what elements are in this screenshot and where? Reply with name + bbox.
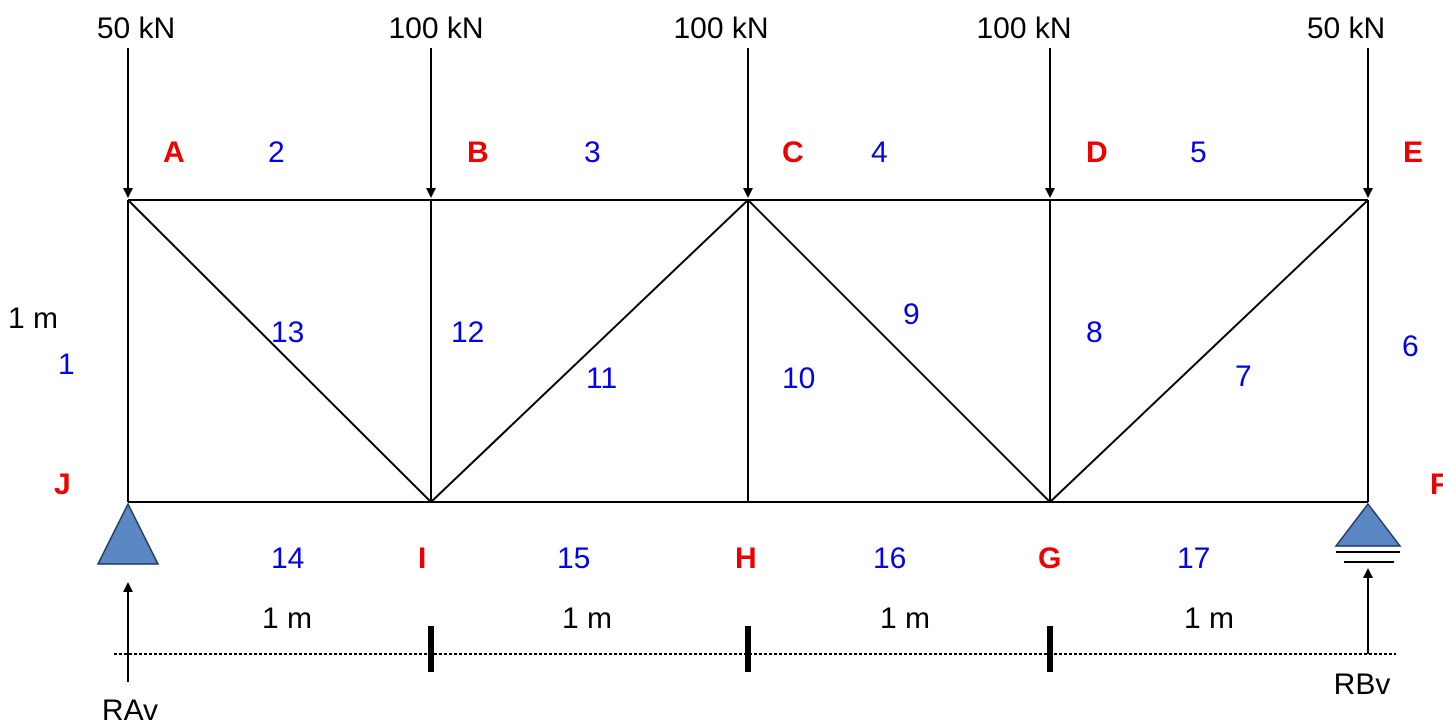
reactions: RAv RBv xyxy=(102,568,1391,724)
reaction-label-left: RAv xyxy=(102,694,158,724)
joint-label-j: J xyxy=(54,468,71,501)
member-label-3: 3 xyxy=(584,136,601,169)
joint-label-i: I xyxy=(418,542,426,575)
member-13 xyxy=(127,199,432,503)
member-7 xyxy=(1049,199,1369,503)
member-label-14: 14 xyxy=(271,542,304,575)
joint-label-h: H xyxy=(735,542,757,575)
load-label-a: 50 kN xyxy=(97,12,175,45)
dimension-panel-3-label: 1 m xyxy=(880,602,930,635)
roller-support-right xyxy=(1334,502,1402,547)
load-label-b: 100 kN xyxy=(388,12,483,45)
member-label-11: 11 xyxy=(586,362,617,395)
member-label-4: 4 xyxy=(871,136,888,169)
member-label-16: 16 xyxy=(873,542,906,575)
joint-labels: A B C D E J F I H G xyxy=(54,136,1443,575)
joint-label-b: B xyxy=(467,136,489,169)
member-label-10: 10 xyxy=(782,362,815,395)
member-label-13: 13 xyxy=(271,316,304,349)
dimensions: 1 m 1 m 1 m 1 m 1 m xyxy=(8,302,1396,672)
member-11 xyxy=(430,199,749,503)
dimension-panel-1-label: 1 m xyxy=(262,602,312,635)
truss-members xyxy=(127,199,1369,503)
member-label-2: 2 xyxy=(268,136,285,169)
load-label-d: 100 kN xyxy=(976,12,1071,45)
member-label-6: 6 xyxy=(1402,330,1419,363)
member-9 xyxy=(747,199,1051,503)
member-label-8: 8 xyxy=(1086,316,1103,349)
dimension-panel-4-label: 1 m xyxy=(1184,602,1234,635)
joint-label-f: F xyxy=(1430,468,1443,501)
applied-loads: 50 kN 100 kN 100 kN 100 kN 50 kN xyxy=(97,12,1385,198)
member-label-9: 9 xyxy=(903,298,920,331)
member-label-7: 7 xyxy=(1235,360,1252,393)
member-label-1: 1 xyxy=(58,348,75,381)
joint-label-d: D xyxy=(1086,136,1108,169)
load-label-e: 50 kN xyxy=(1307,12,1385,45)
joint-label-c: C xyxy=(782,136,804,169)
pin-support-left xyxy=(96,502,160,565)
supports xyxy=(96,502,1402,565)
joint-label-a: A xyxy=(163,136,185,169)
load-label-c: 100 kN xyxy=(673,12,768,45)
member-label-17: 17 xyxy=(1177,542,1210,575)
reaction-label-right: RBv xyxy=(1334,668,1391,701)
joint-label-e: E xyxy=(1403,136,1423,169)
dimension-height-label: 1 m xyxy=(8,302,58,335)
member-label-5: 5 xyxy=(1190,136,1207,169)
joint-label-g: G xyxy=(1038,542,1061,575)
member-label-12: 12 xyxy=(451,316,484,349)
member-labels: 1 2 3 4 5 6 7 8 9 10 11 12 13 14 15 16 1… xyxy=(58,136,1419,575)
dimension-panel-2-label: 1 m xyxy=(562,602,612,635)
member-label-15: 15 xyxy=(557,542,590,575)
